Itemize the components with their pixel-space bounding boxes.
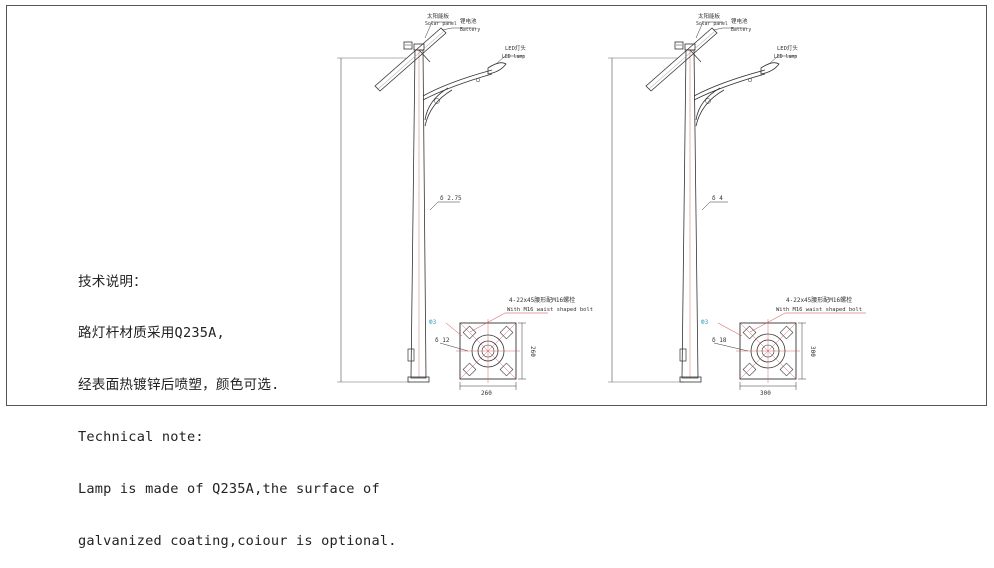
note-line-title-en: Technical note: [78, 429, 204, 446]
left-solar-panel [374, 27, 447, 92]
right-led-label-cn: LED灯头 [777, 44, 798, 52]
technical-note: 技术说明： 路灯杆材质采用Q235A, 经表面热镀锌后喷塑，颜色可选. Tech… [78, 239, 397, 568]
left-small-label: Ф3 [429, 319, 437, 326]
right-plate-thickness-label: δ 18 [712, 337, 727, 344]
left-street-light-drawing: 太阳能板 Solar panel 锂电池 Battery LED灯头 LED l… [337, 12, 593, 397]
right-led-lamp-head [760, 62, 780, 75]
note-line-title-cn: 技术说明： [78, 273, 147, 290]
right-battery-label-en: Battery [731, 27, 751, 33]
right-battery-label-cn: 锂电池 [731, 17, 748, 25]
left-pole-door [407, 348, 415, 362]
right-street-light-drawing: 太阳能板 Solar panel 锂电池 Battery LED灯头 LED l… [608, 12, 866, 397]
right-bolt-label-cn: 4-22x45腰形配M16螺栓 [786, 296, 852, 304]
note-line-coating-cn: 经表面热镀锌后喷塑，颜色可选. [78, 377, 280, 394]
sheet-border [6, 5, 987, 406]
right-small-label: Ф3 [701, 319, 709, 326]
left-battery-label-en: Battery [460, 27, 480, 33]
right-pole-door [679, 348, 687, 362]
left-bolt-label-cn: 4-22x45腰形配M16螺栓 [509, 296, 575, 304]
right-base-height-label: 300 [809, 346, 816, 357]
left-led-label-cn: LED灯头 [505, 44, 526, 52]
note-line-coating-en: galvanized coating,coiour is optional. [78, 533, 397, 550]
right-base-width-label: 300 [760, 390, 771, 397]
left-bolt-label-en: With M16 waist shaped bolt [507, 307, 593, 313]
left-led-label-en: LED lamp [502, 54, 525, 60]
left-battery-box [403, 41, 413, 50]
right-battery-box [674, 41, 684, 50]
left-base-width-label: 260 [481, 390, 492, 397]
left-lamp-arm [422, 69, 493, 127]
note-line-material-en: Lamp is made of Q235A,the surface of [78, 481, 380, 498]
right-base-plate [736, 319, 800, 383]
drawing-sheet: 太阳能板 Solar panel 锂电池 Battery LED灯头 LED l… [6, 5, 987, 406]
right-led-label-en: LED lamp [774, 54, 797, 60]
left-pole-thickness-label: δ 2.75 [440, 195, 462, 202]
left-solar-panel-label-cn: 太阳能板 [427, 12, 450, 20]
left-led-lamp-head [487, 62, 507, 75]
right-solar-panel-label-en: Solar panel [696, 21, 728, 27]
right-pole-thickness-label: δ 4 [712, 195, 723, 202]
left-base-height-label: 260 [529, 346, 536, 357]
left-base-plate [456, 319, 520, 383]
left-solar-panel-label-en: Solar panel [425, 21, 457, 27]
left-battery-label-cn: 锂电池 [460, 17, 477, 25]
right-solar-panel [645, 27, 718, 92]
right-bolt-label-en: With M16 waist shaped bolt [776, 307, 862, 313]
right-solar-panel-label-cn: 太阳能板 [698, 12, 721, 20]
note-line-material-cn: 路灯杆材质采用Q235A, [78, 325, 225, 342]
left-plate-thickness-label: δ 12 [435, 337, 450, 344]
right-lamp-arm [693, 69, 766, 127]
